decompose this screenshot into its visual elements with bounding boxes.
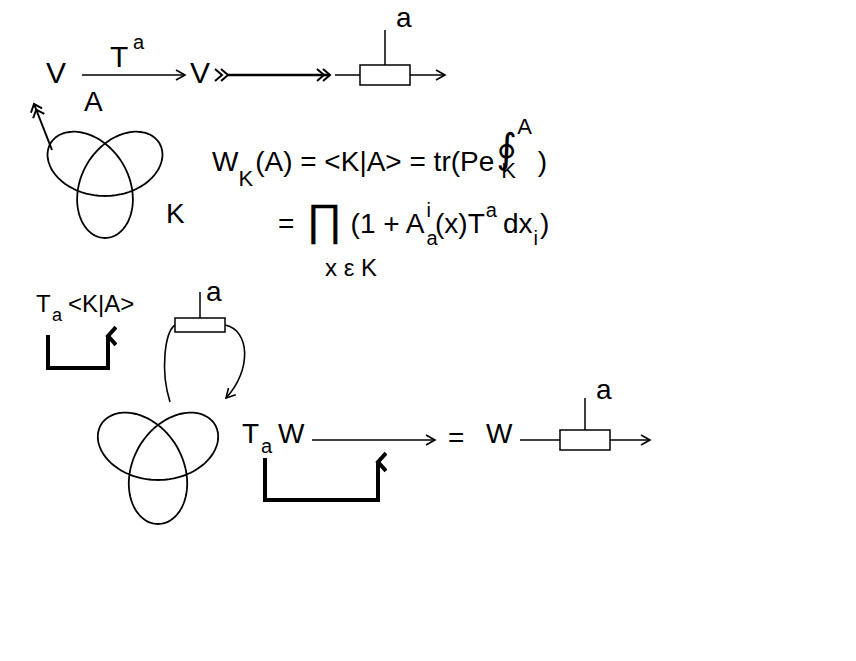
formula-text: a xyxy=(261,436,272,456)
formula-text: a xyxy=(486,200,497,220)
formula-text: W xyxy=(212,148,238,176)
formula-text: a xyxy=(206,278,222,306)
trefoil-knot xyxy=(98,413,218,524)
formula-text: ) xyxy=(538,148,547,176)
formula-text: A xyxy=(517,116,532,138)
action-bracket xyxy=(48,335,108,368)
formula-text: dx xyxy=(503,210,533,238)
operator-box-symbol xyxy=(335,30,445,85)
formula-text: K xyxy=(501,160,516,182)
formula-text: (A) = <K|A> = tr(Pe xyxy=(255,148,494,176)
formula-text: (1 + A xyxy=(351,210,425,238)
strand-arrow xyxy=(312,439,435,441)
operator-box-on-knot xyxy=(165,292,245,402)
formula-text: x ε K xyxy=(325,256,377,280)
formula-text: W xyxy=(278,420,304,448)
formula-text: K xyxy=(166,200,185,228)
formula-text: = xyxy=(448,424,464,452)
formula-text: i xyxy=(533,228,537,248)
formula-text: W xyxy=(486,420,512,448)
formula-text: V xyxy=(46,58,66,88)
operator-box-symbol xyxy=(520,398,650,450)
connection-arrow xyxy=(34,104,52,150)
formula-text: A xyxy=(84,88,103,116)
formula-text: a xyxy=(596,376,612,404)
formula-text: V xyxy=(190,58,210,88)
formula-text: ∏ xyxy=(306,198,342,242)
formula-text: T xyxy=(36,292,51,316)
formula-text: ) xyxy=(540,210,549,238)
formula-text: T xyxy=(242,420,259,448)
formula-text: (x)T xyxy=(435,210,485,238)
action-bracket xyxy=(265,458,378,500)
formula-text: i xyxy=(427,200,431,220)
equivalence-arrow xyxy=(228,74,330,77)
formula-text: a xyxy=(133,32,144,52)
formula-text: = xyxy=(278,210,294,238)
formula-text: a xyxy=(396,4,412,32)
formula-text: a xyxy=(52,306,62,324)
formula-text: T xyxy=(110,42,128,72)
map-arrow xyxy=(82,74,185,76)
formula-text: K xyxy=(238,168,253,190)
formula-text: <K|A> xyxy=(68,292,134,316)
trefoil-knot xyxy=(48,132,163,238)
